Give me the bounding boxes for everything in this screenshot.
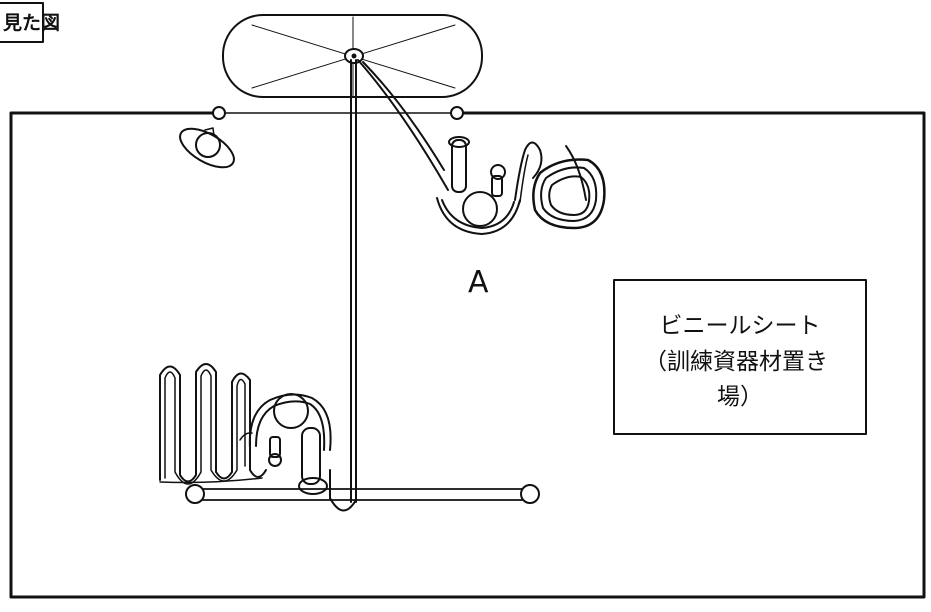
vinyl-sheet-label-line2: （訓練資器材置き: [644, 349, 828, 375]
vinyl-sheet-label-line3: 場）: [717, 384, 763, 410]
vertical-hose: [329, 59, 357, 512]
vinyl-sheet-area: ビニールシート （訓練資器材置き 場）: [613, 279, 867, 435]
lower-person: [159, 363, 332, 495]
person-a-head: [462, 191, 498, 227]
area-boundary: [9, 106, 926, 599]
horizontal-bar: [185, 484, 540, 504]
person-a: [357, 59, 543, 235]
figure-title-box: 見た図: [0, 2, 60, 43]
entrance-post-right: [450, 106, 464, 120]
hose-reel-unit: [222, 14, 483, 98]
figure-title: 見た図: [3, 12, 60, 34]
bar-end-right: [520, 484, 540, 504]
small-object-left: [179, 127, 235, 169]
coiled-hose: [532, 145, 606, 230]
entrance-post-left: [212, 106, 226, 120]
lower-person-head: [273, 393, 309, 429]
position-label-a: A: [468, 265, 489, 300]
vinyl-sheet-label-line1: ビニールシート: [660, 313, 821, 339]
bar-end-left: [185, 484, 205, 504]
